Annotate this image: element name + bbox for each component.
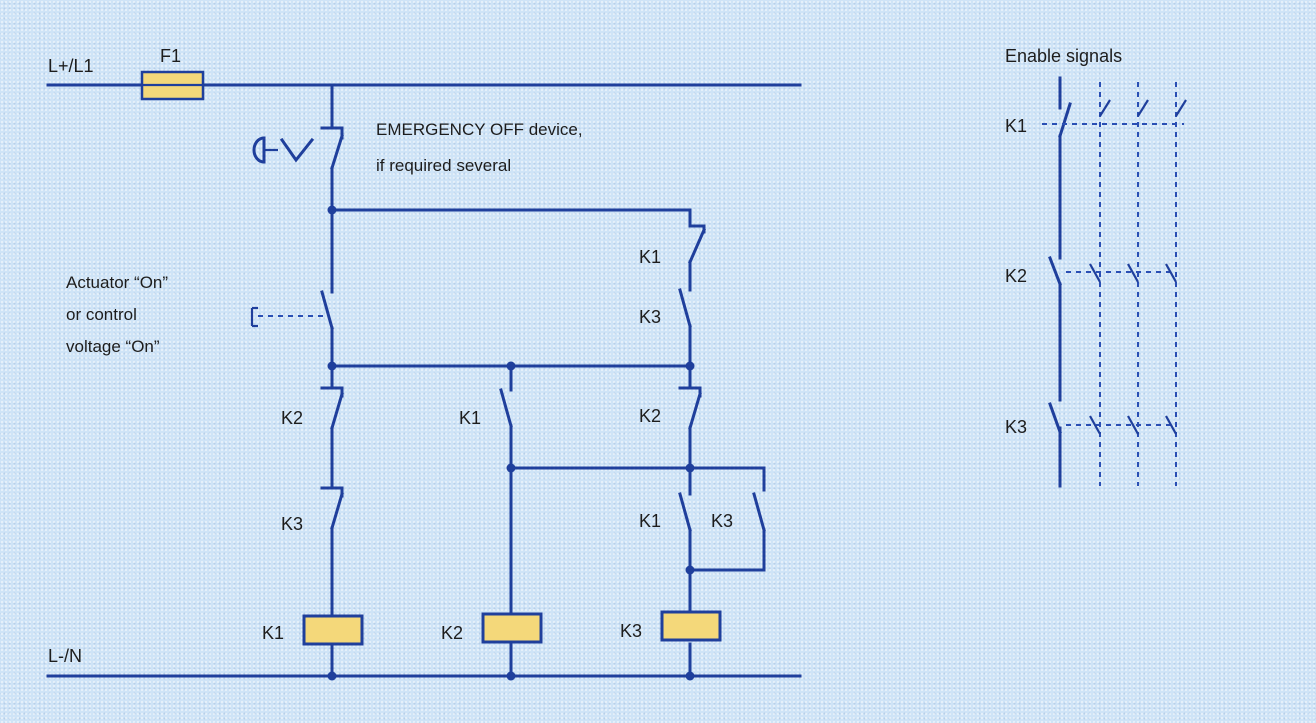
node-bottom-3 bbox=[685, 671, 695, 681]
k3-branch1-contact bbox=[320, 486, 344, 530]
node-366-a bbox=[327, 361, 337, 371]
coil-k2-label: K2 bbox=[441, 623, 463, 643]
enable-k2-contact bbox=[1048, 256, 1062, 286]
k1-branch3-contact bbox=[678, 492, 692, 532]
enable-dashed-contacts bbox=[1089, 99, 1187, 435]
actuator-label-2: or control bbox=[66, 305, 137, 324]
node-468-b bbox=[685, 463, 695, 473]
enable-k1-contact bbox=[1058, 102, 1072, 138]
emergency-off-contact bbox=[320, 126, 344, 170]
k2-branch1-contact bbox=[320, 386, 344, 430]
actuator-label-1: Actuator “On” bbox=[66, 273, 168, 292]
bottom-rail-label: L-/N bbox=[48, 646, 82, 666]
k1-hold-contact bbox=[688, 224, 706, 264]
coil-k1 bbox=[302, 614, 364, 646]
node-bottom-2 bbox=[506, 671, 516, 681]
k1-branch3-label: K1 bbox=[639, 511, 661, 531]
coil-k3-label: K3 bbox=[620, 621, 642, 641]
coil-k3 bbox=[660, 610, 722, 642]
enable-k3-contact bbox=[1048, 402, 1062, 434]
node-bottom-1 bbox=[327, 671, 337, 681]
node-570 bbox=[685, 565, 695, 575]
coil-k1-label: K1 bbox=[262, 623, 284, 643]
mushroom-button-icon bbox=[252, 136, 315, 164]
k3-branch1-label: K3 bbox=[281, 514, 303, 534]
pushbutton-icon bbox=[250, 306, 326, 328]
k3-self-hold-contact bbox=[752, 492, 766, 532]
fuse-f1 bbox=[140, 70, 205, 101]
k1-branch2-label: K1 bbox=[459, 408, 481, 428]
top-rail-label: L+/L1 bbox=[48, 56, 94, 76]
coil-k2 bbox=[481, 612, 543, 644]
enable-k1-label: K1 bbox=[1005, 116, 1027, 136]
emergency-off-label-2: if required several bbox=[376, 156, 511, 175]
k2-branch1-label: K2 bbox=[281, 408, 303, 428]
k1-branch2-contact bbox=[499, 388, 513, 428]
enable-k2-label: K2 bbox=[1005, 266, 1027, 286]
hold-branch-wire bbox=[330, 208, 692, 368]
k3-hold-label: K3 bbox=[639, 307, 661, 327]
enable-k3-label: K3 bbox=[1005, 417, 1027, 437]
actuator-on-contact bbox=[320, 290, 334, 330]
k2-branch3-contact bbox=[678, 386, 702, 430]
enable-dashed-links bbox=[1042, 82, 1184, 486]
actuator-label-3: voltage “On” bbox=[66, 337, 160, 356]
enable-signals-title: Enable signals bbox=[1005, 46, 1122, 66]
k1-hold-label: K1 bbox=[639, 247, 661, 267]
fuse-label: F1 bbox=[160, 46, 181, 66]
k3-self-hold-label: K3 bbox=[711, 511, 733, 531]
k2-branch3-label: K2 bbox=[639, 406, 661, 426]
k3-hold-contact bbox=[678, 288, 692, 328]
emergency-off-label-1: EMERGENCY OFF device, bbox=[376, 120, 583, 139]
k3-self-hold-wire bbox=[688, 466, 766, 572]
